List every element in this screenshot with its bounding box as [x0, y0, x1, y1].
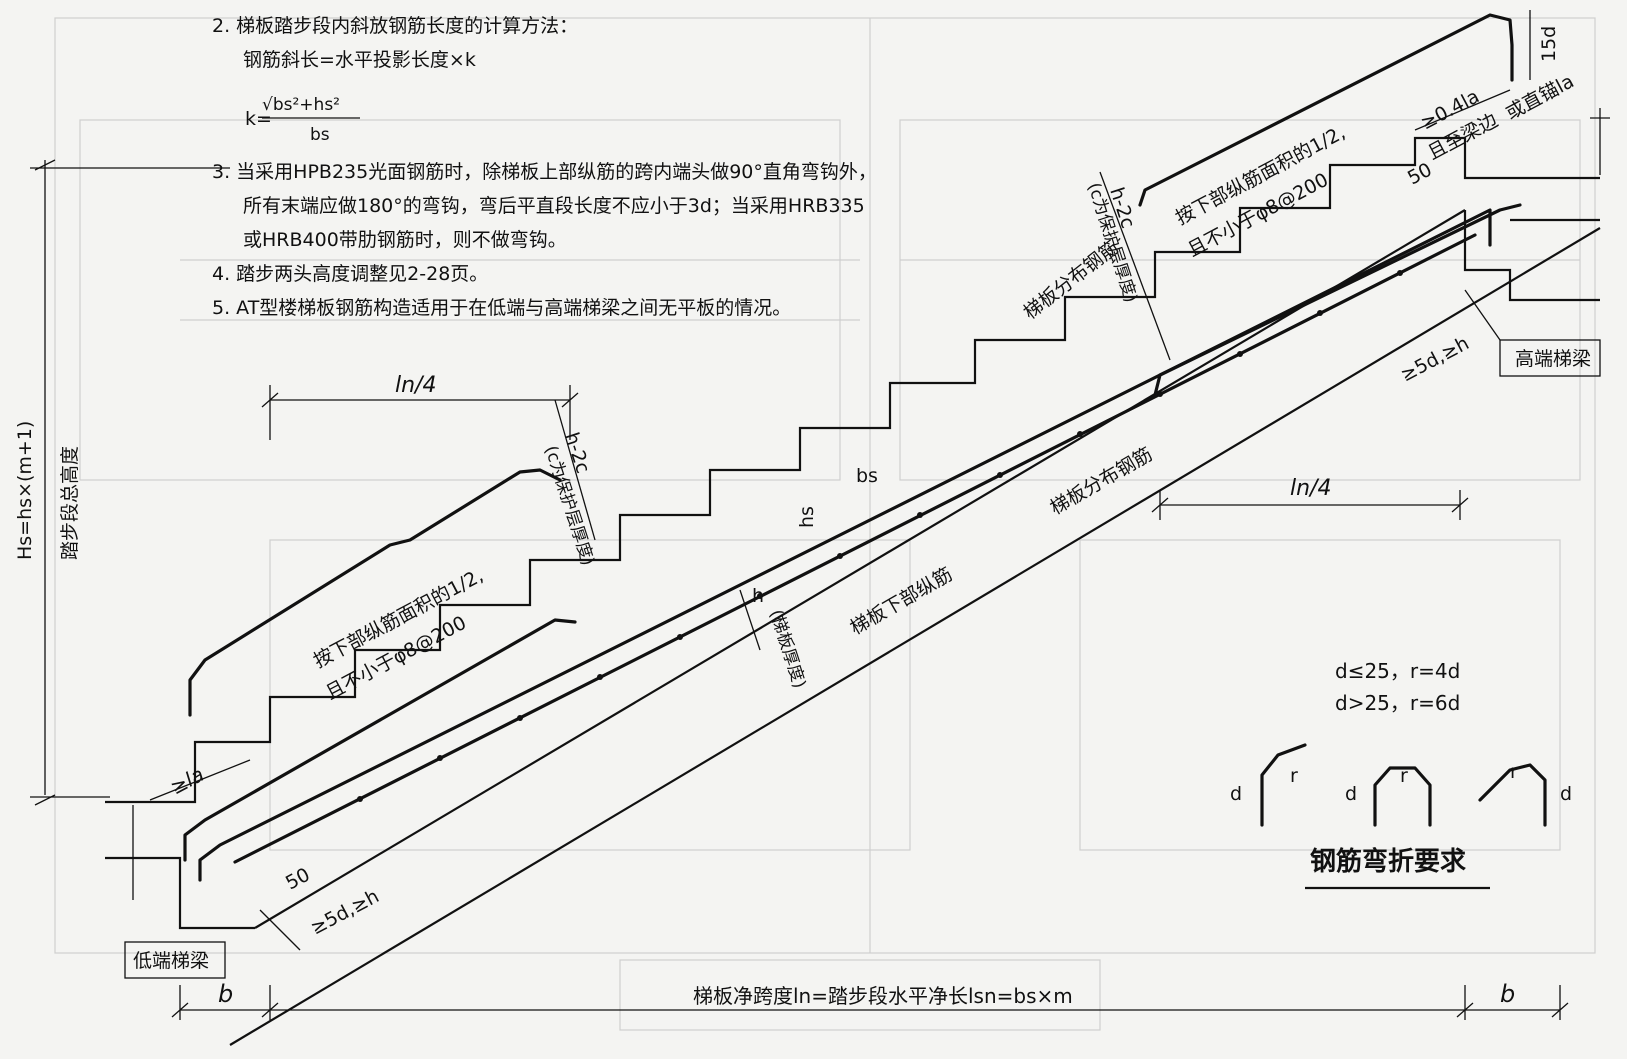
bend-r3: r [1510, 761, 1518, 783]
label-high-beam: 高端梯梁 [1515, 348, 1591, 370]
label-span-caption: 梯板净跨度ln=踏步段水平净长lsn=bs×m [693, 984, 1073, 1008]
note-3-line-2: 所有末端应做180°的弯钩，弯后平直段长度不应小于3d；当采用HRB335 [243, 195, 865, 217]
top-bar-left-anchor [183, 618, 577, 862]
label-la-left: ≥la [166, 762, 208, 799]
label-5d-left: ≥5d,≥h [307, 885, 383, 939]
bend-rule-1: d≤25，r=4d [1335, 659, 1460, 683]
label-b-right: b [1500, 980, 1515, 1008]
stair-soffit [229, 227, 1601, 1046]
total-height-dimension: Hs=hs×(m+1) 踏步段总高度 [14, 159, 230, 806]
note-3-line-3: 或HRB400带肋钢筋时，则不做弯钩。 [243, 229, 567, 251]
top-bar-right [1138, 13, 1514, 207]
label-50-left: 50 [282, 864, 314, 895]
background-ghost-drawing [54, 17, 1596, 1031]
bend-u-icon [1373, 766, 1432, 827]
note-3-line-1: 3. 当采用HPB235光面钢筋时，除梯板上部纵筋的跨内端头做90°直角弯钩外， [212, 161, 877, 183]
label-distribution-bar-upper: 梯板分布钢筋 [1020, 236, 1123, 324]
low-end-beam [105, 856, 255, 930]
bend-r1: r [1290, 765, 1298, 787]
distribution-bar-line [233, 233, 1477, 864]
bend-d1: d [1230, 783, 1242, 805]
label-thickness-note: (梯板厚度) [765, 607, 809, 690]
label-b-left: b [218, 980, 233, 1008]
total-height-text: 踏步段总高度 [59, 446, 81, 560]
note-2-k: k= [245, 108, 272, 130]
bend-title: 钢筋弯折要求 [1310, 846, 1466, 877]
label-ln4-left: ln/4 [395, 373, 436, 398]
distribution-dots [357, 270, 1403, 802]
note-2-k-denominator: bs [310, 125, 330, 145]
note-4: 4. 踏步两头高度调整见2-28页。 [212, 263, 488, 285]
top-bar-right-lower [1153, 203, 1522, 397]
label-5d-right: ≥5d,≥h [1397, 332, 1473, 386]
reinforcement-bars [183, 13, 1522, 882]
label-bottom-bar: 梯板下部纵筋 [847, 563, 957, 639]
label-bs: bs [856, 465, 878, 487]
note-2-k-numerator: √bs²+hs² [262, 95, 340, 115]
total-height-formula: Hs=hs×(m+1) [14, 421, 36, 560]
note-2-title: 2. 梯板踏步段内斜放钢筋长度的计算方法： [212, 15, 578, 37]
label-hs: hs [796, 506, 818, 528]
bend-d3: d [1560, 783, 1572, 805]
dimensions [132, 10, 1610, 1020]
label-h: h [752, 585, 764, 607]
bend-d2: d [1345, 783, 1357, 805]
label-distribution-bar-lower: 梯板分布钢筋 [1047, 443, 1157, 519]
high-end-beam [1463, 210, 1600, 302]
stair-steps [105, 136, 1480, 804]
bend-requirements: d≤25，r=4d d>25，r=6d d r d r d r 钢筋弯折要求 [1230, 659, 1572, 890]
notes-block: 2. 梯板踏步段内斜放钢筋长度的计算方法： 钢筋斜长=水平投影长度×k k= √… [212, 15, 877, 319]
label-ln4-right: ln/4 [1290, 476, 1331, 501]
high-beam-label-box [1499, 339, 1601, 377]
note-5: 5. AT型楼梯板钢筋构造适用于在低端与高端梯梁之间无平板的情况。 [212, 297, 791, 319]
bottom-longitudinal-bar [198, 208, 1492, 882]
bend-90-icon [1260, 743, 1307, 827]
bend-180-icon [1478, 763, 1547, 827]
bend-r2: r [1400, 765, 1408, 787]
label-15d: 15d [1538, 26, 1560, 62]
top-bar-left [188, 468, 562, 717]
label-50-right: 50 [1404, 159, 1436, 190]
bend-rule-2: d>25，r=6d [1335, 691, 1460, 715]
low-beam-label-box [124, 941, 226, 979]
note-2-formula: 钢筋斜长=水平投影长度×k [243, 49, 476, 71]
label-low-beam: 低端梯梁 [133, 950, 209, 972]
stair-outline [105, 136, 1601, 1046]
